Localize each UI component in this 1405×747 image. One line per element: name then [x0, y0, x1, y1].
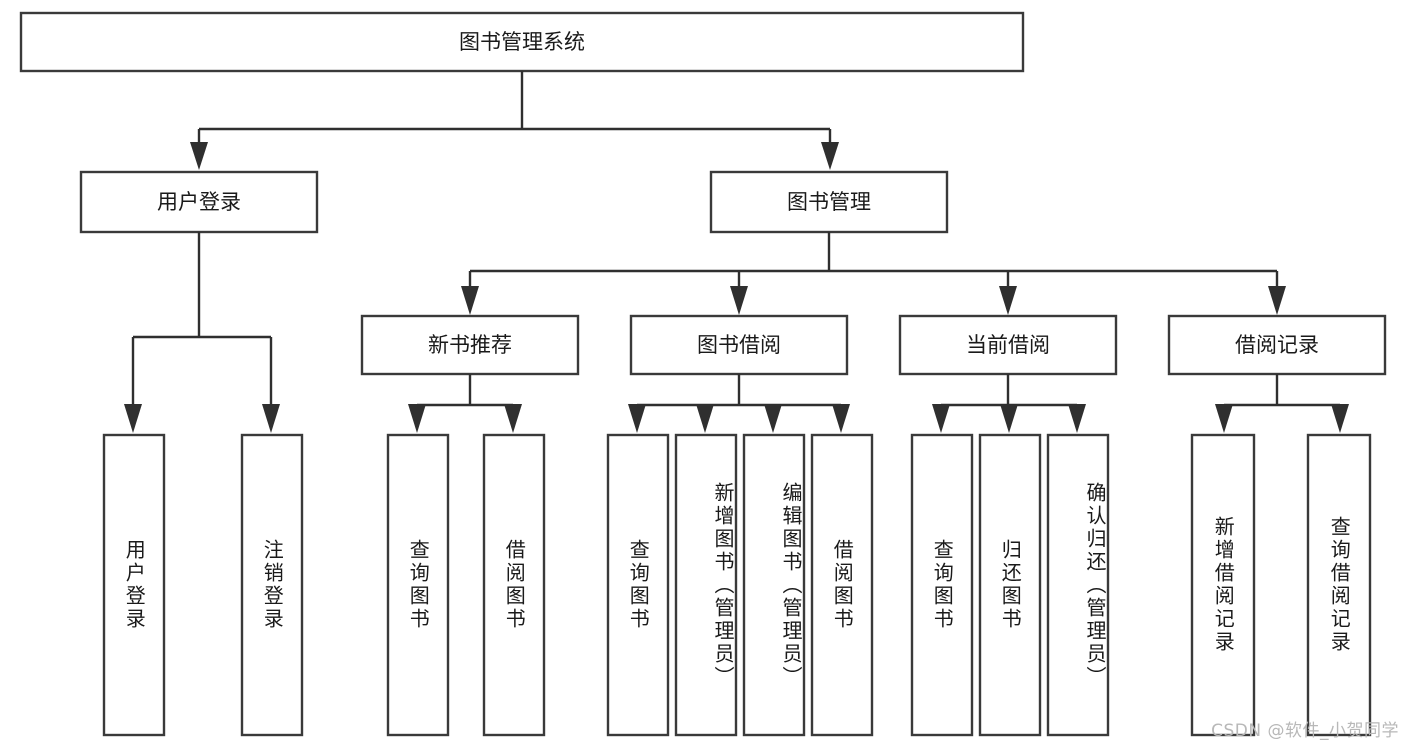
arrow-user-login [190, 142, 208, 170]
node-root[interactable]: 图书管理系统 [19, 11, 1025, 73]
root-label: 图书管理系统 [459, 30, 585, 54]
borrow-record-box[interactable] [1167, 314, 1387, 376]
leaf-box-return-book[interactable] [978, 433, 1042, 737]
node-book-borrow[interactable]: 图书借阅 [629, 314, 849, 376]
arrow-leaf-user-login [124, 404, 142, 433]
leaf-box-logout-login[interactable] [240, 433, 304, 737]
connector-new-book-recommend-to-leaves [408, 374, 522, 433]
node-book-manage[interactable]: 图书管理 [709, 170, 949, 234]
arrow-leaf-confirm-return [1068, 404, 1086, 433]
connector-book-manage-to-level3 [461, 232, 1286, 315]
leaf-box-user-login[interactable] [102, 433, 166, 737]
leaf-box-query-book-2[interactable] [606, 433, 670, 737]
connector-borrow-record-to-leaves [1215, 374, 1349, 433]
arrow-current-borrow [999, 286, 1017, 315]
arrow-leaf-query-book-1 [408, 404, 426, 433]
leaf-box-add-record[interactable] [1190, 433, 1256, 737]
arrow-leaf-query-record [1331, 404, 1349, 433]
user-login-label: 用户登录 [157, 190, 241, 214]
arrow-book-manage [821, 142, 839, 170]
book-manage-box[interactable] [709, 170, 949, 234]
arrow-leaf-return-book [1000, 404, 1018, 433]
root-box[interactable] [19, 11, 1025, 73]
connector-root-to-level2 [190, 71, 839, 170]
leaf-box-query-book-3[interactable] [910, 433, 974, 737]
leaf-box-query-record[interactable] [1306, 433, 1372, 737]
arrow-leaf-logout-login [262, 404, 280, 433]
connector-current-borrow-to-leaves [932, 374, 1086, 433]
current-borrow-box[interactable] [898, 314, 1118, 376]
book-manage-label: 图书管理 [787, 190, 871, 214]
arrow-leaf-edit-book [764, 404, 782, 433]
leaf-box-borrow-book-1[interactable] [482, 433, 546, 737]
arrow-new-book-recommend [461, 286, 479, 315]
arrow-borrow-record [1268, 286, 1286, 315]
borrow-record-label: 借阅记录 [1235, 333, 1319, 357]
leaf-box-add-book[interactable] [674, 433, 738, 737]
arrow-book-borrow [730, 286, 748, 315]
arrow-leaf-add-book [696, 404, 714, 433]
connector-book-borrow-to-leaves [628, 374, 850, 433]
leaf-box-borrow-book-2[interactable] [810, 433, 874, 737]
current-borrow-label: 当前借阅 [966, 333, 1050, 357]
csdn-watermark: CSDN @软件_小贺同学 [1211, 721, 1399, 741]
arrow-leaf-query-book-3 [932, 404, 950, 433]
arrow-leaf-add-record [1215, 404, 1233, 433]
book-borrow-label: 图书借阅 [697, 333, 781, 357]
new-book-recommend-box[interactable] [360, 314, 580, 376]
connector-user-login-to-leaves [124, 232, 280, 433]
arrow-leaf-query-book-2 [628, 404, 646, 433]
node-current-borrow[interactable]: 当前借阅 [898, 314, 1118, 376]
node-user-login[interactable]: 用户登录 [79, 170, 319, 234]
node-new-book-recommend[interactable]: 新书推荐 [360, 314, 580, 376]
new-book-recommend-label: 新书推荐 [428, 333, 512, 357]
node-borrow-record[interactable]: 借阅记录 [1167, 314, 1387, 376]
leaf-box-query-book-1[interactable] [386, 433, 450, 737]
arrow-leaf-borrow-book-2 [832, 404, 850, 433]
book-borrow-box[interactable] [629, 314, 849, 376]
leaf-box-confirm-return[interactable] [1046, 433, 1110, 737]
arrow-leaf-borrow-book-1 [504, 404, 522, 433]
leaf-box-edit-book[interactable] [742, 433, 806, 737]
